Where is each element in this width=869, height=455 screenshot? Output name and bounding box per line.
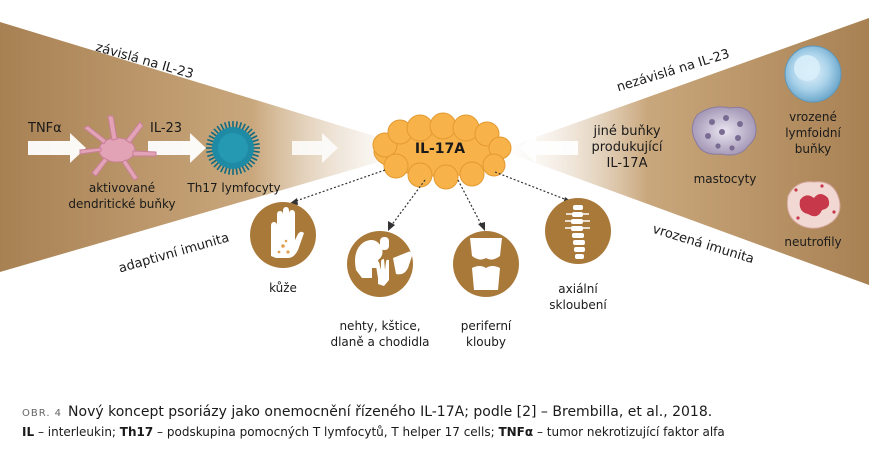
dendritic-cell-icon	[79, 115, 157, 181]
knee-target-icon	[453, 231, 519, 297]
il17a-effect-arrows	[292, 169, 568, 227]
figure-title: Nový koncept psoriázy jako onemocnění ří…	[68, 404, 713, 420]
label-mast-cells: mastocyty	[693, 172, 757, 186]
label-tnf: TNFα	[28, 121, 62, 136]
label-neutrophils: neutrofily	[784, 235, 842, 249]
legend-term: TNFα	[498, 425, 534, 439]
label-th17: Th17 lymfocyty	[187, 181, 281, 195]
psoriasis-il17a-diagram: závislá na IL-23 nezávislá na IL-23 adap…	[0, 18, 869, 349]
adaptive-wedge	[0, 22, 420, 272]
il17a-cloud	[372, 112, 512, 190]
nails-target-icon	[347, 231, 413, 297]
neutrophil-icon	[786, 181, 841, 229]
arrow-from-other-cells	[520, 133, 578, 163]
label-il17a: IL-17A	[414, 141, 466, 157]
mast-cell-icon	[691, 106, 757, 156]
innate-wedge	[500, 18, 869, 285]
diagram-graphics	[0, 18, 869, 297]
label-other-cells: jiné buňky produkující IL-17A	[591, 124, 663, 171]
label-target-axial: axiální skloubení	[549, 282, 607, 312]
arrow-heads	[289, 197, 572, 231]
label-target-skin: kůže	[269, 281, 297, 295]
legend-def: – interleukin;	[34, 425, 120, 439]
innate-lymphoid-cell-icon	[784, 45, 842, 103]
th17-cell-icon	[206, 121, 260, 175]
legend-def: – tumor nekrotizující faktor alfa	[533, 425, 725, 439]
arrow-tnf	[28, 133, 86, 163]
label-target-peripheral-joints: periferní klouby	[460, 319, 512, 349]
label-dendritic-cells: aktivované dendritické buňky	[68, 181, 176, 211]
label-target-nails: nehty, kštice, dlaně a chodidla	[330, 319, 430, 349]
figure-caption: OBR. 4 Nový koncept psoriázy jako onemocn…	[22, 404, 712, 420]
skin-target-icon	[250, 202, 316, 268]
figure-tag: OBR. 4	[22, 408, 63, 419]
label-ilc: vrozené lymfoidní buňky	[785, 110, 841, 156]
legend-term: IL	[22, 425, 35, 439]
arrow-to-il17a	[292, 133, 338, 163]
arrow-il23	[148, 133, 206, 163]
legend-def: – podskupina pomocných T lymfocytů, T he…	[153, 425, 499, 439]
legend-term: Th17	[119, 425, 154, 439]
label-il23: IL-23	[150, 121, 183, 136]
spine-target-icon	[545, 198, 611, 264]
figure-legend: IL – interleukin; Th17 – podskupina pomo…	[22, 425, 725, 439]
